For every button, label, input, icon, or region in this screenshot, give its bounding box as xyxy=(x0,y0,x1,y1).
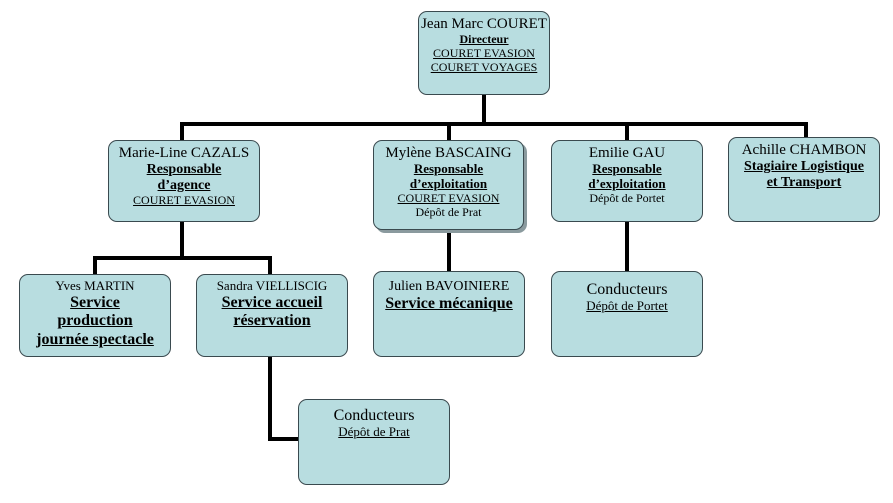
martin-title-2: production xyxy=(57,312,133,330)
martin-title-3: journée spectacle xyxy=(36,330,154,348)
chambon-title-2: et Transport xyxy=(766,175,842,191)
cazals-title-1: Responsable xyxy=(146,162,222,178)
director-name: Jean Marc COURET xyxy=(421,16,547,32)
director-title: Directeur xyxy=(459,32,509,47)
conducteurs-portet-site: Dépôt de Portet xyxy=(586,298,668,314)
bascaing-title-1: Responsable xyxy=(413,161,484,177)
bascaing-title-2: d’exploitation xyxy=(409,176,488,192)
node-cazals: Marie-Line CAZALS Responsable d’agence C… xyxy=(108,140,260,222)
bascaing-site: Dépôt de Prat xyxy=(415,204,482,219)
node-conducteurs-portet: Conducteurs Dépôt de Portet xyxy=(551,271,703,357)
bavoiniere-name: Julien BAVOINIERE xyxy=(388,279,510,294)
conducteurs-prat-name: Conducteurs xyxy=(333,407,415,424)
bascaing-org: COURET EVASION xyxy=(397,191,500,206)
chambon-title-1: Stagiaire Logistique xyxy=(744,159,864,175)
chambon-name: Achille CHAMBON xyxy=(741,142,867,158)
node-conducteurs-prat: Conducteurs Dépôt de Prat xyxy=(298,399,450,485)
cazals-title-2: d’agence xyxy=(157,178,211,194)
cazals-name: Marie-Line CAZALS xyxy=(118,145,250,161)
bavoiniere-title: Service mécanique xyxy=(385,295,513,313)
node-bavoiniere: Julien BAVOINIERE Service mécanique xyxy=(373,271,525,357)
vielliscig-title-2: réservation xyxy=(233,312,311,330)
node-director: Jean Marc COURET Directeur COURET EVASIO… xyxy=(418,11,550,95)
martin-name: Yves MARTIN xyxy=(55,278,135,293)
gau-site: Dépôt de Portet xyxy=(589,191,665,206)
director-org-1: COURET EVASION xyxy=(433,46,535,61)
node-chambon: Achille CHAMBON Stagiaire Logistique et … xyxy=(728,137,880,222)
gau-title-1: Responsable xyxy=(592,161,662,177)
node-vielliscig: Sandra VIELLISCIG Service accueil réserv… xyxy=(196,274,348,357)
vielliscig-title-1: Service accueil xyxy=(221,293,323,311)
node-gau: Emilie GAU Responsable d’exploitation Dé… xyxy=(551,140,703,222)
node-bascaing: Mylène BASCAING Responsable d’exploitati… xyxy=(373,140,524,230)
conducteurs-prat-site: Dépôt de Prat xyxy=(338,424,410,440)
node-martin: Yves MARTIN Service production journée s… xyxy=(19,274,171,357)
gau-name: Emilie GAU xyxy=(588,145,666,161)
vielliscig-name: Sandra VIELLISCIG xyxy=(216,278,328,293)
bascaing-name: Mylène BASCAING xyxy=(385,145,512,161)
gau-title-2: d’exploitation xyxy=(588,176,666,192)
martin-title-1: Service xyxy=(70,293,120,311)
cazals-org: COURET EVASION xyxy=(133,193,235,208)
conducteurs-portet-name: Conducteurs xyxy=(586,281,668,298)
director-org-2: COURET VOYAGES xyxy=(430,59,538,74)
